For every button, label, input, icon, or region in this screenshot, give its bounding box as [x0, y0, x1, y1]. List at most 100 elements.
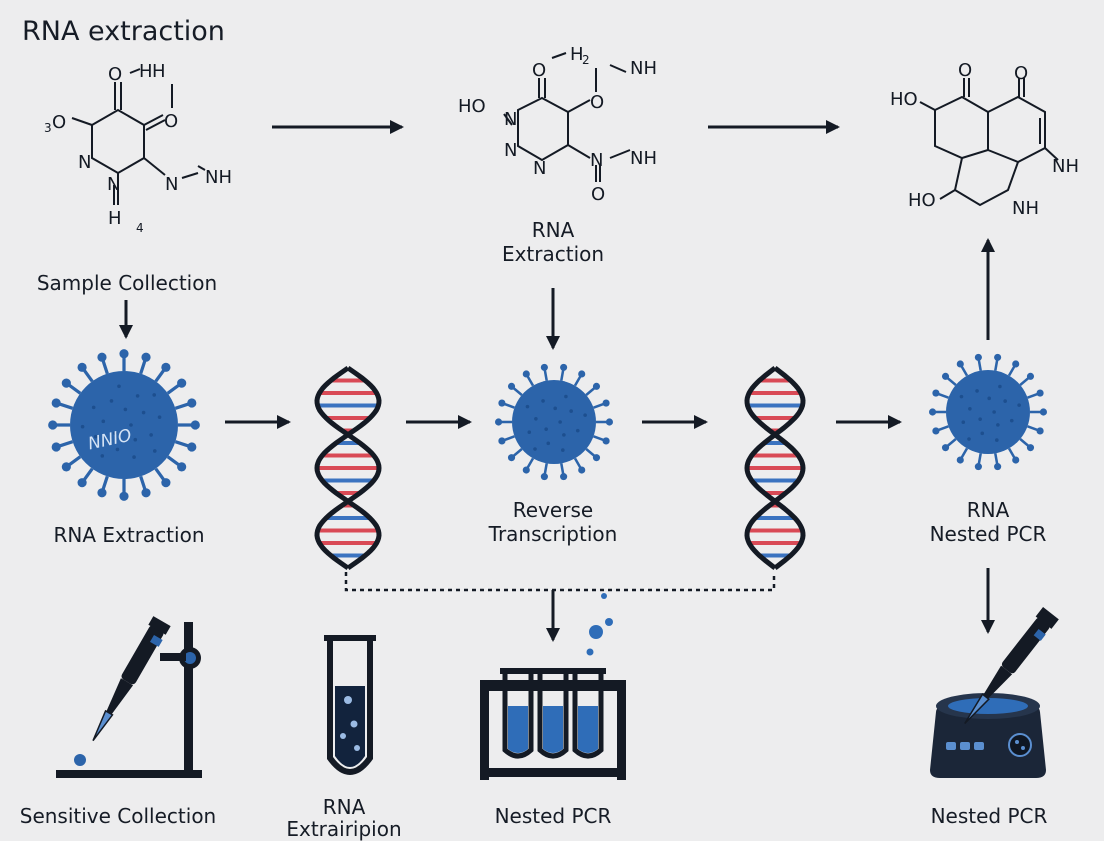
dotted-connector — [344, 572, 776, 592]
virus-body — [946, 370, 1030, 454]
label-line: Extrairipion — [286, 817, 402, 841]
virus-dot — [569, 409, 573, 413]
virus-spike-tip — [48, 420, 58, 430]
virus-dot — [117, 384, 121, 389]
label-line: Reverse — [512, 498, 594, 522]
virus-spike-tip — [177, 462, 187, 472]
m1-h: H — [108, 208, 122, 229]
virus-spike-tip — [51, 442, 61, 452]
virus-dot — [129, 423, 133, 427]
m3-oxygen: O — [958, 60, 972, 81]
virus-dot — [101, 419, 106, 424]
virus-spike-tip — [141, 352, 151, 362]
virus-spike-tip — [494, 418, 503, 426]
m3-nh: NH — [1052, 156, 1079, 177]
virus-dot — [959, 394, 964, 399]
virus-spike-tip — [51, 398, 61, 408]
molecule-1-labels: O H H O O N N N NH 4 3 H — [44, 61, 232, 235]
virus-spike-tip — [61, 378, 71, 388]
label-nested-pcr-machine: Nested PCR — [930, 804, 1048, 828]
virus-dot — [93, 434, 98, 439]
pcr-machine-icon — [930, 607, 1059, 778]
virus-dot — [1009, 418, 1014, 423]
virus-dot — [996, 423, 1000, 427]
virus-spike-tip — [941, 372, 950, 380]
m2-h: H — [570, 44, 584, 65]
virus-body — [70, 371, 178, 479]
virus-dot — [995, 438, 999, 442]
label-line: RNA — [322, 795, 366, 819]
flow-arrows — [119, 120, 995, 642]
m3-oxygen: O — [1014, 63, 1028, 84]
virus-spike-tip — [507, 454, 516, 462]
m1-h: H — [139, 61, 153, 82]
virus-dot — [583, 413, 587, 417]
pipette-stand-icon — [56, 616, 202, 778]
m2-oxygen: O — [532, 60, 546, 81]
m2-nitrogen: N — [504, 140, 517, 161]
virus-dot — [961, 420, 966, 425]
virus-spike-tip — [1026, 372, 1035, 380]
m1-subscript: 3 — [44, 121, 52, 135]
molecule-2-labels: O H 2 NH HO N N N O N NH O — [458, 44, 657, 205]
virus-dot — [558, 420, 562, 424]
virus-dot — [967, 437, 971, 441]
m1-nitrogen: N — [165, 174, 178, 195]
label-sample-collection: Sample Collection — [36, 271, 218, 295]
virus-dot — [113, 431, 117, 435]
virus-dot — [987, 396, 991, 401]
virus-dot — [100, 454, 105, 458]
virus-spike-tip — [1036, 427, 1044, 435]
virus-spike-tip — [602, 437, 610, 445]
m1-oxygen: O — [108, 64, 122, 85]
virus-spike-tip — [77, 478, 87, 488]
virus-dot — [544, 427, 548, 431]
virus-spike-tip — [974, 353, 982, 361]
m1-subscript: 4 — [136, 221, 144, 235]
virus-dot — [534, 416, 538, 421]
virus-dot — [91, 405, 96, 410]
virus-dot — [980, 431, 985, 436]
virus-spike-tip — [1012, 360, 1020, 368]
virus-dot — [553, 406, 557, 411]
m1-nitrogen: N — [107, 174, 120, 195]
virus-spike-tip — [187, 442, 197, 452]
virus-dot — [115, 447, 120, 452]
virus-spike-tip — [540, 363, 548, 371]
virus-spike-tip — [61, 462, 71, 472]
virus-spike-tip — [941, 444, 950, 452]
m2-oxygen: O — [591, 184, 605, 205]
virus-dot — [1003, 399, 1007, 403]
virus-spike-tip — [498, 399, 506, 407]
test-tube-icon — [324, 635, 376, 775]
m1-nitrogen: N — [78, 152, 91, 173]
m1-h: H — [152, 61, 166, 82]
molecule-3 — [919, 78, 1059, 207]
virus-dot — [157, 415, 162, 419]
virus-spike-tip — [578, 466, 586, 474]
molecule-2 — [503, 52, 631, 182]
label-line: RNA — [966, 498, 1010, 522]
m1-nh: NH — [205, 167, 232, 188]
virus-spike-tip — [932, 427, 940, 435]
dna-helix-left — [314, 365, 382, 571]
virus-dot — [575, 428, 580, 433]
diagram-title: RNA extraction — [22, 16, 225, 47]
m2-nitrogen: N — [590, 150, 603, 171]
label-reverse-transcription: Reverse Transcription — [460, 498, 646, 546]
virus-spike-tip — [540, 473, 548, 481]
virus-dot — [109, 399, 114, 403]
m3-nh: NH — [1012, 198, 1039, 219]
virus-dot — [525, 404, 530, 409]
virus-dot — [978, 417, 982, 421]
molecule-1 — [71, 68, 206, 205]
label-sensitive-collection: Sensitive Collection — [19, 804, 217, 828]
virus-dot — [998, 384, 1002, 389]
virus-spike-tip — [1039, 408, 1048, 416]
virus-spike-tip — [994, 353, 1002, 361]
virus-spike-tip — [141, 488, 151, 498]
virus-body — [512, 380, 596, 464]
virus-spike-tip — [592, 454, 601, 462]
